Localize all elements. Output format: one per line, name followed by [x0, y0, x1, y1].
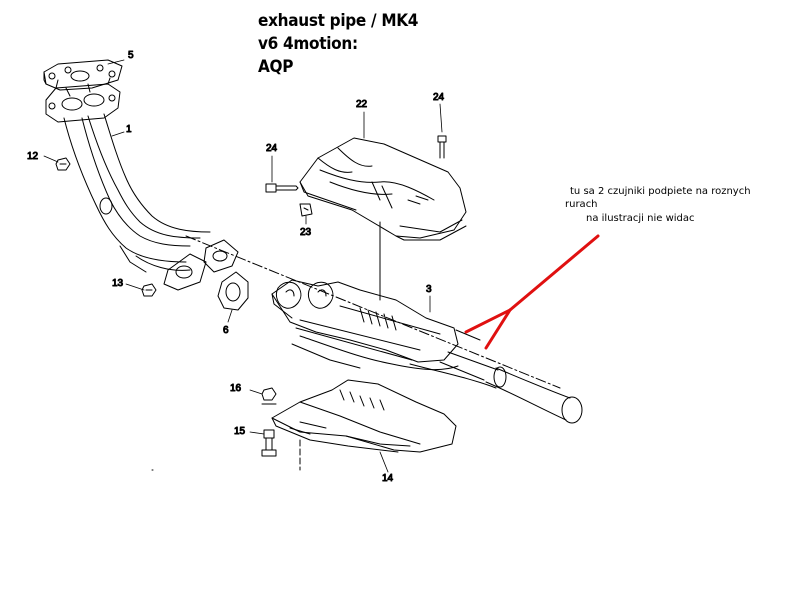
red-annotation-arrow	[464, 234, 600, 350]
note-line-1: tu sa 2 czujniki podpiete na roznych	[570, 186, 751, 197]
part-1-rear-flange	[163, 239, 239, 291]
leader-lines	[43, 59, 443, 473]
part-16-nut	[261, 387, 277, 405]
callout-6: 6	[223, 325, 229, 336]
part-24-bolt-right	[437, 135, 447, 159]
note-line-2: rurach	[565, 199, 598, 210]
part-3-catalytic-converter	[271, 279, 499, 381]
part-23-clip	[299, 203, 313, 217]
part-5-flange-gasket	[43, 59, 123, 91]
part-6-gasket	[217, 271, 249, 311]
title-line-1: exhaust pipe / MK4	[258, 11, 419, 31]
callout-1: 1	[126, 124, 132, 135]
callout-15: 15	[234, 426, 246, 437]
part-3-tail-pipe	[409, 363, 583, 424]
centerline	[185, 235, 561, 389]
part-24-bolt-left	[265, 183, 299, 193]
title-line-2: v6 4motion:	[258, 34, 358, 54]
callout-5: 5	[128, 50, 134, 61]
callout-12: 12	[27, 151, 39, 162]
callout-13: 13	[112, 278, 124, 289]
note-line-3: na ilustracji nie widac	[586, 213, 695, 224]
part-1-front-pipes	[63, 113, 211, 273]
callout-24-left: 24	[266, 143, 278, 154]
callout-23: 23	[300, 227, 312, 238]
part-13-nut	[141, 283, 157, 297]
callout-22: 22	[356, 99, 368, 110]
part-15-bolt	[261, 429, 277, 457]
callout-3: 3	[426, 284, 432, 295]
part-12-nut	[55, 157, 71, 171]
title-line-3: AQP	[258, 57, 294, 77]
part-14-lower-shield	[271, 379, 457, 453]
part-1-flange-block	[45, 77, 121, 123]
part-22-heat-shield	[299, 137, 467, 241]
callout-24-right: 24	[433, 92, 445, 103]
callout-14: 14	[382, 473, 394, 484]
callout-16: 16	[230, 383, 242, 394]
